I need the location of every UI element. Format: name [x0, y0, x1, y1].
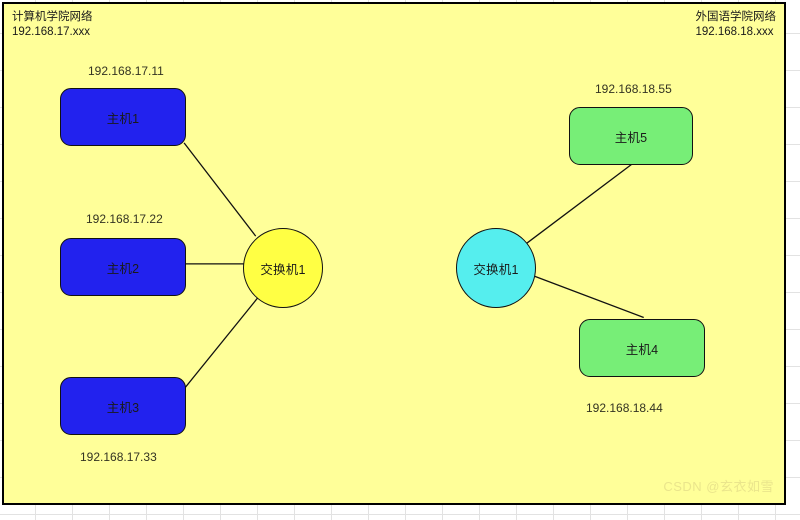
- ip-label-host4: 192.168.18.44: [586, 401, 663, 415]
- node-host3[interactable]: 主机3: [60, 377, 186, 435]
- node-host3-label: 主机3: [106, 400, 140, 415]
- ip-label-host1: 192.168.17.11: [88, 64, 164, 78]
- link-switch-right-host4: [528, 273, 644, 319]
- node-host4-label: 主机4: [625, 342, 659, 357]
- node-switch-right-label: 交换机1: [473, 262, 519, 277]
- ip-label-host2: 192.168.17.22: [86, 212, 163, 226]
- node-host1[interactable]: 主机1: [60, 88, 186, 146]
- watermark: CSDN @玄衣如雪: [663, 479, 774, 494]
- node-host2-label: 主机2: [106, 261, 140, 276]
- node-host1-label: 主机1: [106, 111, 140, 126]
- node-host4[interactable]: 主机4: [579, 319, 705, 377]
- link-host3-switch-left: [183, 296, 260, 390]
- node-switch-left[interactable]: 交换机1: [243, 228, 323, 308]
- zone-label-left: 计算机学院网络 192.168.17.xxx: [12, 11, 93, 38]
- link-switch-right-host5: [523, 162, 635, 246]
- zone-label-right: 外国语学院网络 192.168.18.xxx: [695, 11, 777, 38]
- ip-label-host3: 192.168.17.33: [80, 450, 157, 464]
- network-diagram-canvas[interactable]: 计算机学院网络 192.168.17.xxx 外国语学院网络 192.168.1…: [2, 2, 786, 505]
- node-switch-right[interactable]: 交换机1: [456, 228, 536, 308]
- node-host2[interactable]: 主机2: [60, 238, 186, 296]
- link-host1-switch-left: [183, 142, 257, 237]
- node-host5[interactable]: 主机5: [569, 107, 693, 165]
- node-host5-label: 主机5: [614, 130, 648, 145]
- node-switch-left-label: 交换机1: [260, 262, 306, 277]
- ip-label-host5: 192.168.18.55: [595, 82, 672, 96]
